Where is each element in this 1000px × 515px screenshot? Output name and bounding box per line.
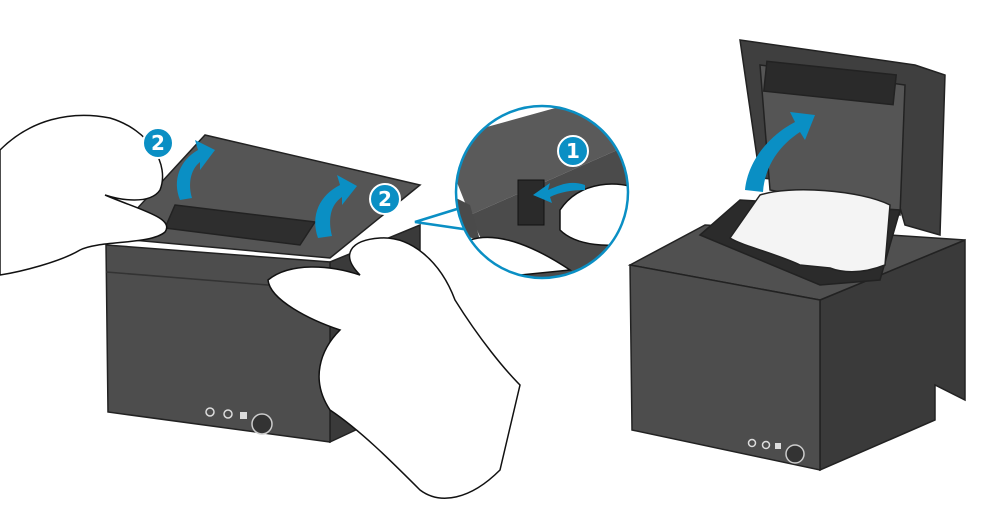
printer-front <box>105 244 331 443</box>
error-led-icon <box>223 409 233 419</box>
platen-roller <box>762 60 898 106</box>
step-badge-2-left: 2 <box>142 127 174 159</box>
power-button <box>785 444 805 464</box>
zoom-callout: 1 <box>414 104 630 280</box>
cover-release-lever <box>517 179 545 226</box>
left-hand <box>0 114 168 276</box>
step-number: 2 <box>151 131 165 155</box>
step-number: 2 <box>378 187 392 211</box>
error-led-icon <box>761 440 771 450</box>
network-led-icon <box>240 412 247 419</box>
lift-arrow-left <box>176 140 215 200</box>
status-led-icon <box>747 438 757 448</box>
step-badge-2-right: 2 <box>369 183 401 215</box>
paper-slot <box>163 204 317 246</box>
open-cover-arrow <box>745 112 815 192</box>
step-number: 1 <box>566 139 580 163</box>
power-button <box>251 413 273 435</box>
right-hand <box>267 237 521 499</box>
network-led-icon <box>775 443 781 449</box>
printer-front <box>629 264 821 471</box>
step-badge-1: 1 <box>557 135 589 167</box>
lift-arrow-right <box>315 175 357 238</box>
right-printer-open <box>627 39 966 472</box>
status-led-icon <box>205 407 215 417</box>
paper-roll <box>728 189 891 273</box>
